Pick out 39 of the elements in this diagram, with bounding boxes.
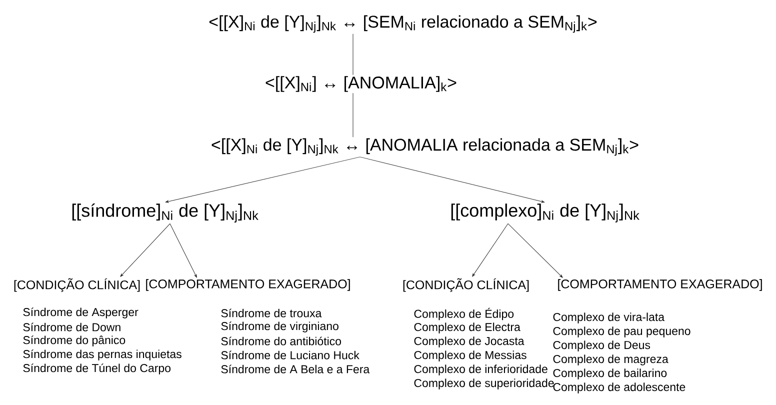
list-item: Síndrome de virginiano (221, 322, 338, 332)
connector-line (352, 34, 354, 76)
connector-line (352, 92, 354, 138)
list-item: Síndrome de Túnel do Carpo (23, 364, 170, 374)
list-item: Complexo de Jocasta (414, 336, 524, 348)
category-label: [CONDIÇÃO CLÍNICA] (403, 278, 529, 292)
list-item: Síndrome de Asperger (23, 308, 138, 318)
list-item: Síndrome das pernas inquietas (23, 350, 182, 360)
list-item: Complexo de Messias (414, 350, 526, 362)
arrow (360, 156, 545, 203)
list-item: Complexo de bailarino (553, 368, 667, 380)
list-item: Síndrome de trouxa (221, 308, 322, 318)
list-item: Complexo de Electra (414, 322, 520, 334)
construction-text: [[síndrome]$_{Ni}$ de [Y]$_{Nj}$]$_{Nk}$ (72, 203, 258, 223)
list-item: Complexo de inferioridade (414, 364, 548, 376)
category-label: [COMPORTAMENTO EXAGERADO] (558, 279, 762, 291)
arrow (165, 156, 360, 203)
category-label: [COMPORTAMENTO EXAGERADO] (146, 279, 350, 291)
list-item: Síndrome do pânico (23, 336, 126, 346)
formula-text: <[[X]$_{Ni}$] ↔ [ANOMALIA]$_{k}$> (266, 76, 456, 92)
list-item: Síndrome de Down (23, 322, 120, 332)
list-item: Complexo de vira-lata (553, 312, 665, 324)
list-item: Complexo de Édipo (414, 308, 514, 320)
arrow (508, 223, 563, 278)
list-item: Complexo de adolescente (553, 382, 686, 394)
formula-text: <[[X]$_{Ni}$ de [Y]$_{Nj}$]$_{Nk}$ ↔ [ANOMALIA relacionada a SEM$_{Nj}$]$_{k}$> (212, 138, 638, 156)
formula-text: <[[X]$_{Ni}$ de [Y]$_{Nj}$]$_{Nk}$ ↔ [SEM$_{Ni}$ relacionado a SEM$_{Nj}$]$_{k}$> (209, 15, 597, 33)
construction-text: [[complexo]$_{Ni}$ de [Y]$_{Nj}$]$_{Nk}$ (451, 204, 640, 222)
category-label: [CONDIÇÃO CLÍNICA] (14, 278, 140, 292)
list-item: Complexo de superioridade (414, 378, 554, 390)
arrow (170, 223, 197, 278)
list-item: Complexo de magreza (553, 354, 668, 366)
list-item: Complexo de pau pequeno (553, 326, 690, 338)
list-item: Síndrome do antibiótico (221, 336, 342, 346)
list-item: Síndrome de Luciano Huck (221, 350, 360, 360)
list-item: Complexo de Deus (553, 340, 650, 352)
list-item: Síndrome de A Bela e a Fera (221, 364, 370, 374)
arrow (472, 223, 508, 277)
arrow (120, 223, 170, 277)
